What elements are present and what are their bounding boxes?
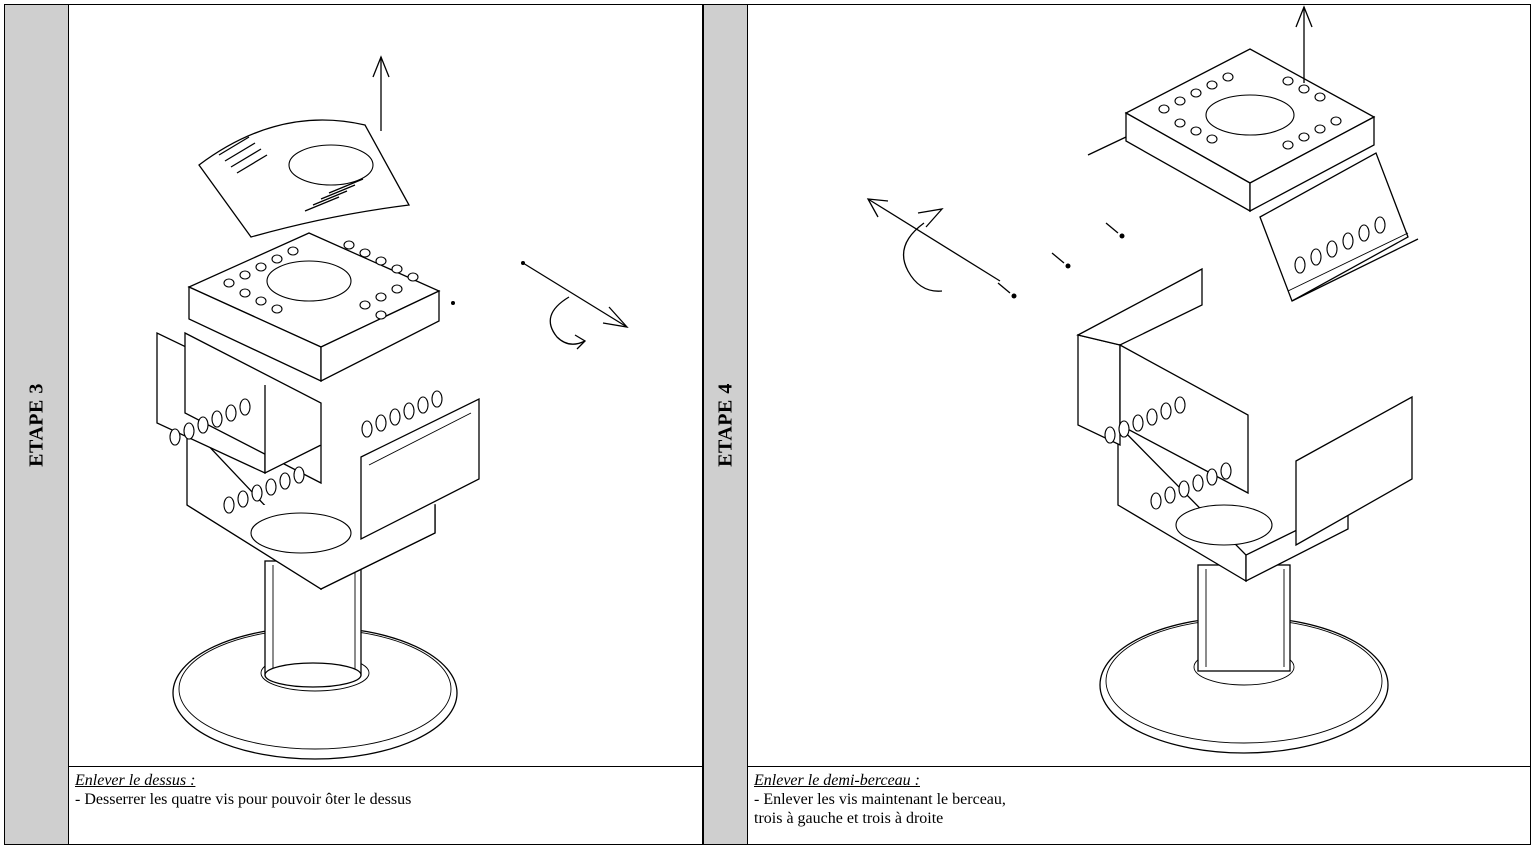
rotate-arrow <box>866 198 1001 292</box>
cradle-body <box>156 331 480 591</box>
step-4-caption: Enlever le demi-berceau : - Enlever les … <box>748 767 1530 844</box>
step-3-drawing <box>69 5 702 767</box>
step-3-caption: Enlever le dessus : - Desserrer les quat… <box>69 767 702 844</box>
step-3-caption-title: Enlever le dessus : <box>75 772 196 789</box>
column <box>264 560 362 688</box>
step-4-sidebar: ETAPE 4 <box>704 5 748 844</box>
cradle-holes <box>169 390 443 514</box>
step-3-label: ETAPE 3 <box>25 382 47 467</box>
step-3-sidebar: ETAPE 3 <box>5 5 69 844</box>
step-4-caption-line: trois à gauche et trois à droite <box>754 810 944 827</box>
step-4-label: ETAPE 4 <box>714 382 736 467</box>
step-3-caption-line: - Desserrer les quatre vis pour pouvoir … <box>75 791 412 808</box>
upper-box <box>187 232 441 383</box>
half-cradle <box>1087 48 1419 302</box>
screw-direction-arrow <box>451 261 629 350</box>
step-4-caption-line: - Enlever les vis maintenant le berceau, <box>754 791 1006 808</box>
top-cover <box>198 119 411 238</box>
screws <box>997 222 1125 299</box>
cradle-holes <box>1104 396 1232 510</box>
step-3-illustration <box>156 55 629 760</box>
lift-arrow <box>1295 5 1313 83</box>
step-4-caption-title: Enlever le demi-berceau : <box>754 772 920 789</box>
lower-cradle <box>1076 267 1413 583</box>
step-4-panel: ETAPE 4 <box>703 4 1531 845</box>
step-3-panel: ETAPE 3 <box>4 4 703 845</box>
step-4-drawing <box>748 5 1530 767</box>
lift-arrow <box>372 55 390 131</box>
step-4-illustration <box>866 5 1419 754</box>
column <box>1197 564 1291 672</box>
half-cradle-holes <box>1158 72 1386 274</box>
